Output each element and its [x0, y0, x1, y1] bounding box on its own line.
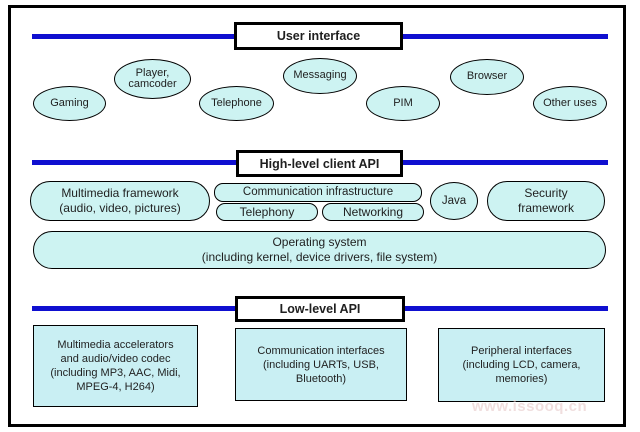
app-label-pim: PIM [393, 96, 413, 109]
app-ellipse-pim: PIM [366, 86, 440, 121]
communication-interfaces-line2: (including UARTs, USB, [263, 358, 379, 371]
high-level-client-api-title-label: High-level client API [259, 156, 380, 171]
app-ellipse-other-uses: Other uses [533, 86, 607, 121]
java-label: Java [441, 194, 467, 207]
app-ellipse-gaming: Gaming [33, 86, 106, 121]
high-level-client-api-title-box: High-level client API [236, 150, 403, 177]
operating-system-box: Operating system (including kernel, devi… [33, 231, 606, 269]
app-label-player-line1: Player, [135, 66, 170, 79]
operating-system-line2: (including kernel, device drivers, file … [201, 250, 438, 264]
communication-interfaces-line1: Communication interfaces [257, 344, 385, 357]
security-framework-line1: Security [524, 186, 568, 200]
app-label-telephone: Telephone [211, 96, 262, 109]
networking-label: Networking [342, 204, 404, 219]
diagram-border-frame [8, 5, 626, 427]
watermark-text: www.issooq.cn [472, 398, 588, 415]
telephony-label: Telephony [239, 204, 295, 219]
communication-infrastructure-box: Communication infrastructure [214, 183, 422, 202]
multimedia-accelerators-line3: (including MP3, AAC, Midi, [50, 367, 181, 379]
peripheral-interfaces-line3: memories) [495, 373, 548, 385]
security-framework-box: Security framework [487, 181, 605, 221]
app-ellipse-browser: Browser [450, 59, 524, 95]
multimedia-framework-box: Multimedia framework (audio, video, pict… [30, 181, 210, 221]
peripheral-interfaces-line2: (including LCD, camera, [462, 359, 581, 371]
multimedia-framework-line2: (audio, video, pictures) [59, 201, 181, 215]
multimedia-accelerators-line4: MPEG-4, H264) [76, 381, 155, 393]
low-level-api-title-box: Low-level API [235, 296, 405, 322]
low-level-api-title-label: Low-level API [279, 302, 361, 316]
app-label-player-camcoder: Player, camcoder [128, 66, 177, 91]
security-framework-line2: framework [517, 201, 574, 215]
multimedia-framework-line1: Multimedia framework [61, 186, 179, 200]
communication-interfaces-box: Communication interfaces (including UART… [235, 328, 407, 401]
communication-interfaces-line3: Bluetooth) [295, 372, 347, 385]
operating-system-line1: Operating system [272, 235, 367, 249]
app-ellipse-player-camcoder: Player, camcoder [114, 59, 191, 99]
multimedia-accelerators-line1: Multimedia accelerators [57, 339, 174, 351]
peripheral-interfaces-box: Peripheral interfaces (including LCD, ca… [438, 328, 605, 402]
telephony-box: Telephony [216, 203, 318, 221]
java-circle: Java [430, 182, 478, 220]
multimedia-accelerators-line2: and audio/video codec [60, 353, 171, 365]
user-interface-title-label: User interface [276, 29, 361, 43]
networking-box: Networking [322, 203, 424, 221]
app-label-messaging: Messaging [293, 69, 347, 82]
app-ellipse-telephone: Telephone [199, 86, 274, 121]
app-label-browser: Browser [466, 70, 508, 83]
communication-infrastructure-label: Communication infrastructure [242, 186, 394, 198]
app-label-player-line2: camcoder [128, 78, 177, 90]
app-label-other-uses: Other uses [543, 96, 597, 109]
peripheral-interfaces-line1: Peripheral interfaces [471, 345, 572, 357]
user-interface-title-box: User interface [234, 22, 403, 50]
multimedia-accelerators-box: Multimedia accelerators and audio/video … [33, 325, 198, 407]
app-ellipse-messaging: Messaging [283, 58, 357, 94]
app-label-gaming: Gaming [50, 96, 89, 109]
